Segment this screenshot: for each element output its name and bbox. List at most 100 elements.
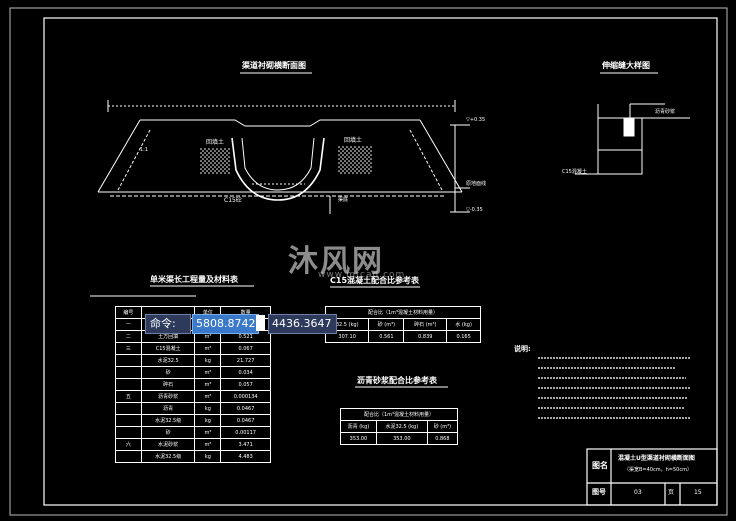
table-header-cell: 配合比（1m³混凝土材料用量） — [325, 306, 481, 319]
table-cell: 砂 — [140, 366, 196, 379]
detail-fill-label: C15混凝土 — [562, 169, 587, 175]
joint-detail — [575, 103, 690, 175]
asphalt-mix-table: 配合比（1m³混凝土材料用量） 沥青 (kg) 水泥32.5 (kg) 砂 (m… — [340, 408, 459, 445]
title-block-frame — [586, 448, 718, 506]
table-cell: 碎石 — [140, 378, 196, 391]
notes-label: 说明: — [514, 345, 531, 353]
table-cell: 3.471 — [220, 438, 271, 451]
table-cell: kg — [194, 450, 222, 463]
inner-frame — [43, 17, 718, 506]
table-cell: 水泥32.5 — [140, 354, 196, 367]
notes-text-lines — [538, 357, 690, 419]
table-cell: 0.000134 — [220, 390, 271, 403]
table-cell: 砂 — [140, 426, 196, 439]
table-cell: 353.00 — [340, 432, 377, 445]
table-cell: m³ — [194, 390, 222, 403]
table-cell: m³ — [194, 438, 222, 451]
table-cell: 0.00117 — [220, 426, 271, 439]
table-cell: 0.165 — [446, 330, 481, 343]
bottom-label: 渠底 — [338, 197, 349, 203]
table-cell — [115, 354, 142, 367]
table-header-cell: 砂 (m³) — [426, 420, 459, 433]
outer-frame — [9, 7, 728, 516]
table-cell: m³ — [194, 366, 222, 379]
table-cell: 0.0467 — [220, 414, 271, 427]
title-block-drawing-sub: （渠宽B=40cm，h=50cm） — [624, 467, 692, 473]
title-block-page: 15 — [694, 489, 702, 496]
title-block-no-label: 图号 — [592, 488, 606, 496]
table-cell — [115, 402, 142, 415]
table-cell: 沥青砂浆 — [140, 390, 196, 403]
elev-bottom-label: ▽-0.35 — [466, 207, 483, 213]
fill-label-right: 回填土 — [344, 137, 363, 144]
cross-section — [97, 100, 470, 214]
asphalt-table-title: 沥青砂浆配合比参考表 — [357, 376, 437, 385]
fill-label-left: 回填土 — [206, 139, 225, 146]
title-block-drawing-name: 混凝土U型渠道衬砌横断面图 — [618, 455, 695, 462]
concrete-mix-table: 配合比（1m³混凝土材料用量） 32.5 (kg) 砂 (m³) 碎石 (m³)… — [324, 306, 481, 343]
detail-title: 伸缩缝大样图 — [602, 61, 650, 70]
elev-top-label: ▽+0.35 — [466, 117, 486, 123]
coordinate-x-input[interactable]: 5808.8742 — [192, 314, 259, 334]
table-cell: 0.868 — [426, 432, 459, 445]
table-cell: 0.0467 — [220, 402, 271, 415]
command-prompt-label: 命令: — [145, 314, 191, 334]
table-cell: 0.067 — [220, 342, 271, 355]
table-cell — [115, 450, 142, 463]
slope-label: 1:1 — [140, 147, 149, 153]
table-cell: m³ — [194, 378, 222, 391]
table-cell: 0.561 — [368, 330, 405, 343]
title-block-no: 03 — [634, 489, 642, 496]
table-cell — [115, 414, 142, 427]
table-header-cell: 配合比（1m³混凝土材料用量） — [340, 408, 458, 421]
table-cell: 一 — [115, 318, 142, 331]
table-cell: 0.034 — [220, 366, 271, 379]
table-cell: 4.483 — [220, 450, 271, 463]
table-cell — [115, 366, 142, 379]
coordinate-y-input[interactable]: 4436.3647 — [268, 314, 337, 334]
table-cell: 0.839 — [403, 330, 448, 343]
table-header-cell: 沥青 (kg) — [340, 420, 377, 433]
table-cell: 六 — [115, 438, 142, 451]
title-block-name-label: 图名 — [592, 461, 608, 470]
text-cursor — [256, 315, 265, 331]
table-cell: 五 — [115, 390, 142, 403]
watermark-logo: 沐风网 — [288, 244, 384, 279]
table-cell: 二 — [115, 330, 142, 343]
table-cell: 水泥砂浆 — [140, 438, 196, 451]
table-cell: 沥青 — [140, 402, 196, 415]
main-section-title: 渠道衬砌横断面图 — [242, 61, 306, 70]
table-cell: m³ — [194, 342, 222, 355]
title-underlines — [90, 72, 658, 388]
table-cell: kg — [194, 354, 222, 367]
table-cell: 353.00 — [375, 432, 428, 445]
table-header-cell: 水泥32.5 (kg) — [375, 420, 428, 433]
concrete-label: C15砼 — [224, 197, 242, 204]
qty-table-title: 单米渠长工程量及材料表 — [150, 275, 238, 284]
table-header-cell: 水 (kg) — [446, 318, 481, 331]
ground-label: 原地面线 — [466, 181, 487, 187]
table-cell: 21.727 — [220, 354, 271, 367]
watermark-url: www.mfcad.com — [318, 270, 406, 280]
fill-hatch — [200, 146, 372, 174]
table-cell: kg — [194, 402, 222, 415]
table-cell: C15混凝土 — [140, 342, 196, 355]
concrete-table-title: C15混凝土配合比参考表 — [330, 276, 420, 285]
table-cell — [115, 378, 142, 391]
table-cell — [115, 426, 142, 439]
title-block-page-label: 页 — [668, 489, 675, 496]
table-cell: 水泥32.5级 — [140, 414, 196, 427]
table-cell: 三 — [115, 342, 142, 355]
table-cell: m³ — [194, 426, 222, 439]
table-header-cell: 编号 — [115, 306, 142, 319]
